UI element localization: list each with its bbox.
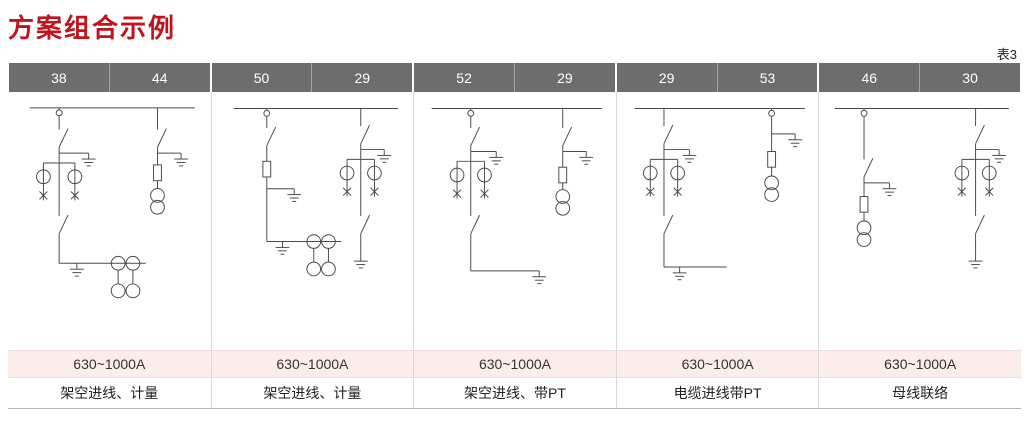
scheme-panel-3: 52 29 — [413, 63, 616, 409]
single-line-diagram-cable-incoming-pt-icon — [617, 92, 819, 350]
page-title: 方案组合示例 — [8, 13, 177, 43]
width-value: 30 — [919, 63, 1020, 92]
width-value: 29 — [311, 63, 412, 92]
single-line-diagram-overhead-incoming-metering-icon — [8, 92, 211, 350]
width-header: 38 44 — [9, 63, 210, 92]
single-line-diagram-bus-tie-icon — [819, 92, 1021, 350]
scheme-panel-5: 46 30 — [818, 63, 1021, 409]
scheme-table: 38 44 — [8, 63, 1021, 409]
scheme-panel-1: 38 44 — [8, 63, 211, 409]
width-value: 50 — [253, 69, 270, 86]
width-header: 52 29 — [414, 63, 615, 92]
width-value: 52 — [456, 69, 472, 86]
width-header: 46 30 — [819, 63, 1020, 92]
current-rating: 630~1000A — [8, 350, 211, 377]
width-header: 50 29 — [211, 63, 413, 92]
width-value: 46 — [861, 69, 878, 86]
current-rating: 630~1000A — [211, 350, 414, 377]
current-rating: 630~1000A — [414, 350, 616, 377]
width-header: 29 53 — [616, 63, 818, 92]
width-value: 53 — [716, 63, 818, 92]
width-value: 44 — [108, 63, 210, 92]
scheme-label: 母线联络 — [819, 377, 1021, 408]
width-value: 29 — [513, 63, 615, 92]
single-line-diagram-overhead-incoming-pt-icon — [414, 92, 616, 350]
scheme-label: 电缆进线带PT — [616, 377, 819, 408]
current-rating: 630~1000A — [819, 350, 1021, 377]
current-rating: 630~1000A — [616, 350, 819, 377]
scheme-label: 架空进线、带PT — [414, 377, 616, 408]
table-number-label: 表3 — [996, 47, 1017, 62]
scheme-label: 架空进线、计量 — [211, 377, 414, 408]
scheme-panel-2: 50 29 — [210, 63, 414, 409]
width-value: 38 — [51, 69, 67, 86]
width-value: 29 — [658, 69, 675, 86]
scheme-panel-4: 29 53 — [615, 63, 819, 409]
single-line-diagram-overhead-incoming-metering-icon — [212, 92, 414, 350]
scheme-label: 架空进线、计量 — [8, 377, 211, 408]
